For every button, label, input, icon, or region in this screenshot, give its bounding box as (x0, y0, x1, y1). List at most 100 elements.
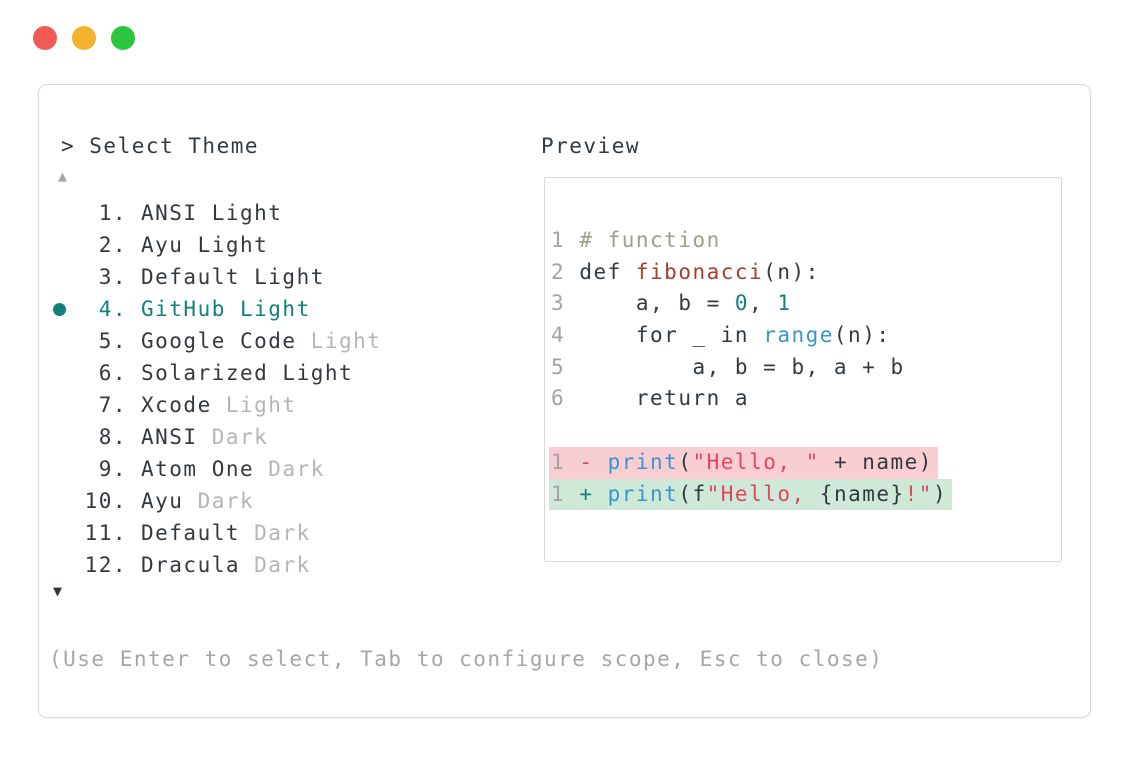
window-controls (33, 26, 135, 50)
diff-line-removed: 1 - print("Hello, " + name) (549, 446, 1061, 479)
code-line: 5 a, b = b, a + b (551, 352, 1061, 384)
theme-name: Xcode (141, 393, 212, 417)
code-token: return a (579, 386, 750, 411)
diff-sign: - (579, 449, 594, 474)
theme-variant: Dark (240, 521, 311, 545)
theme-label: Xcode Light (141, 393, 297, 417)
theme-variant: Dark (240, 553, 311, 577)
theme-name: Ayu (141, 489, 184, 513)
diff-highlight-removed: 1 - print("Hello, " + name) (549, 446, 938, 479)
theme-number: 11. (84, 521, 127, 545)
theme-variant: Dark (197, 425, 269, 449)
code-token: "Hello, (706, 481, 820, 506)
theme-option-github-light[interactable]: 4. GitHub Light (39, 293, 519, 325)
theme-number: 7. (98, 393, 127, 417)
diff-sign: + (579, 481, 594, 506)
theme-name: Solarized Light (141, 361, 354, 385)
code-token: # function (579, 228, 721, 252)
theme-name: Dracula (141, 553, 241, 577)
line-number: 2 (551, 259, 566, 284)
theme-option-google-code[interactable]: 5. Google Code Light (39, 325, 519, 357)
code-token: 1 (777, 291, 792, 316)
theme-option-ayu[interactable]: 10. Ayu Dark (39, 485, 519, 517)
theme-variant: Dark (183, 489, 255, 513)
code-token: (n): (833, 323, 891, 348)
theme-option-ansi[interactable]: 8. ANSI Dark (39, 421, 519, 453)
selected-bullet (53, 302, 79, 316)
theme-number: 12. (84, 553, 127, 577)
code-token: print (607, 481, 679, 506)
theme-label: Default Dark (141, 521, 311, 545)
theme-number: 4. (98, 297, 127, 321)
theme-label: Default Light (141, 265, 325, 289)
code-line: 6 return a (551, 383, 1061, 415)
line-number: 1 (551, 481, 566, 506)
code-token: 0 (734, 291, 750, 316)
theme-number: 6. (98, 361, 127, 385)
theme-label: GitHub Light (141, 297, 311, 321)
line-number: 1 (551, 228, 566, 252)
scroll-up-icon[interactable]: ▲ (58, 167, 68, 185)
theme-label: Solarized Light (141, 361, 353, 385)
theme-number: 2. (98, 233, 127, 257)
line-number: 5 (551, 354, 566, 379)
theme-label: ANSI Light (141, 201, 282, 225)
theme-option-default[interactable]: 11. Default Dark (39, 517, 519, 549)
theme-name: ANSI Light (141, 201, 283, 225)
code-token: print (607, 449, 679, 474)
code-token: for _ in (579, 323, 764, 348)
maximize-button[interactable] (111, 26, 135, 50)
code-line: 2 def fibonacci(n): (551, 257, 1061, 289)
line-number: 6 (551, 386, 566, 411)
code-token: , (749, 291, 778, 316)
code-token: "Hello, " (692, 449, 820, 474)
code-token: !" (904, 481, 933, 506)
code-line: 4 for _ in range(n): (551, 320, 1061, 352)
theme-label: ANSI Dark (141, 425, 268, 449)
theme-option-solarized-light[interactable]: 6. Solarized Light (39, 357, 519, 389)
code-line: 1 # function (551, 225, 1061, 257)
theme-option-ayu-light[interactable]: 2. Ayu Light (39, 229, 519, 261)
theme-variant: Light (296, 329, 382, 353)
theme-option-ansi-light[interactable]: 1. ANSI Light (39, 197, 519, 229)
code-token: (f (678, 481, 707, 506)
theme-variant: Dark (254, 457, 325, 481)
preview-title: Preview (541, 134, 641, 158)
theme-number: 5. (98, 329, 127, 353)
minimize-button[interactable] (72, 26, 96, 50)
code-token: ) (932, 481, 948, 506)
theme-name: Google Code (141, 329, 297, 353)
theme-name: Atom One (141, 457, 255, 481)
theme-label: Ayu Light (141, 233, 268, 257)
theme-number: 1. (98, 201, 127, 225)
line-number: 3 (551, 291, 566, 316)
theme-number: 9. (98, 457, 127, 481)
code-token: fibonacci (635, 259, 764, 284)
theme-option-dracula[interactable]: 12. Dracula Dark (39, 549, 519, 581)
theme-name: Ayu Light (141, 233, 269, 257)
scroll-down-icon[interactable]: ▼ (53, 582, 63, 600)
code-token: + name) (819, 449, 933, 474)
theme-label: Ayu Dark (141, 489, 254, 513)
theme-option-default-light[interactable]: 3.Default Light (39, 261, 519, 293)
theme-number: 10. (84, 489, 127, 513)
code-token: range (763, 323, 834, 348)
close-button[interactable] (33, 26, 57, 50)
help-text: (Use Enter to select, Tab to configure s… (49, 647, 884, 671)
theme-option-xcode[interactable]: 7. Xcode Light (39, 389, 519, 421)
theme-name: Default Light (141, 265, 325, 289)
selection-dot-icon (53, 302, 66, 316)
theme-number: 8. (98, 425, 127, 449)
theme-name: Default (141, 521, 241, 545)
code-blank-line (551, 415, 1061, 447)
theme-variant: Light (211, 393, 297, 417)
code-token: (n): (763, 259, 820, 284)
theme-option-atom-one[interactable]: 9. Atom One Dark (39, 453, 519, 485)
diff-line-added: 1 + print(f"Hello, {name}!") (549, 478, 1061, 511)
code-token: ( (678, 449, 693, 474)
theme-name: GitHub Light (141, 297, 311, 321)
